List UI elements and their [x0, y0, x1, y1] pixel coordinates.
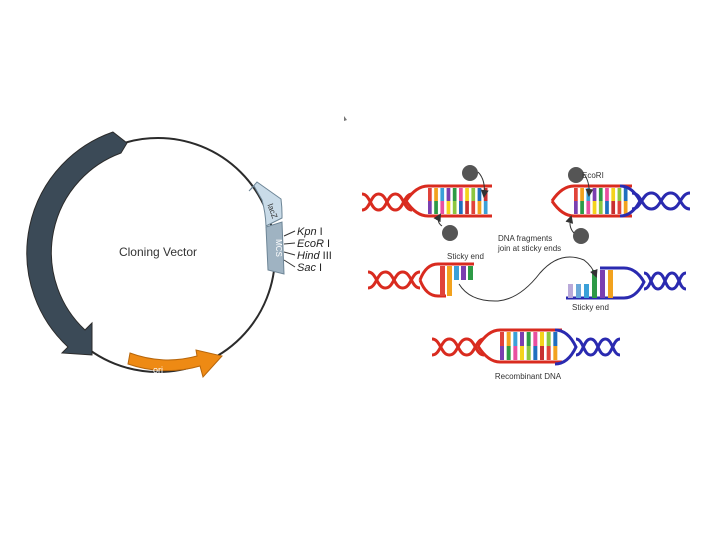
cursor-mark — [344, 116, 347, 121]
fragments-label-line1: DNA fragments — [498, 234, 552, 243]
ampr-label: Ampr — [53, 231, 65, 258]
dna-ladder — [476, 328, 562, 364]
site-ticks — [283, 230, 296, 268]
helix-twist — [431, 337, 485, 357]
sticky-end-right — [566, 266, 646, 300]
recombinant-dna-label: Recombinant DNA — [495, 372, 562, 381]
sticky-end-right-label: Sticky end — [572, 303, 609, 312]
sticky-end-left — [418, 262, 474, 298]
restriction-site-label: Kpn I — [297, 226, 323, 238]
dna-ladder — [404, 184, 492, 218]
mcs-block — [265, 221, 285, 275]
restriction-site-label: Sac I — [297, 262, 322, 274]
fragments-label-line2: join at sticky ends — [497, 244, 561, 253]
helix-twist — [575, 337, 621, 357]
ecori-label: EcoRI — [582, 171, 604, 180]
blade-icon — [442, 225, 458, 241]
helix-twist — [361, 192, 413, 212]
ampr-gene-arrow — [26, 131, 128, 356]
dna-ladder — [550, 184, 632, 218]
helix-twist — [643, 271, 687, 291]
ori-label: ori — [153, 365, 163, 375]
ori-arrow — [127, 349, 223, 379]
dna-diagram: EcoRI DNA fragments join at sticky ends … — [361, 165, 691, 381]
lacz-arrow — [248, 181, 283, 227]
restriction-enzyme-blades — [442, 165, 589, 244]
blade-icon — [462, 165, 478, 181]
plasmid-title: Cloning Vector — [119, 245, 197, 259]
helix-twist — [367, 270, 421, 290]
restriction-site-label: EcoR I — [297, 238, 330, 250]
restriction-site-label: Hind III — [297, 250, 332, 262]
sticky-end-left-label: Sticky end — [447, 252, 484, 261]
blade-icon — [573, 228, 589, 244]
mcs-label: MCS — [274, 239, 283, 257]
blade-icon — [568, 167, 584, 183]
dna-art — [361, 184, 691, 366]
